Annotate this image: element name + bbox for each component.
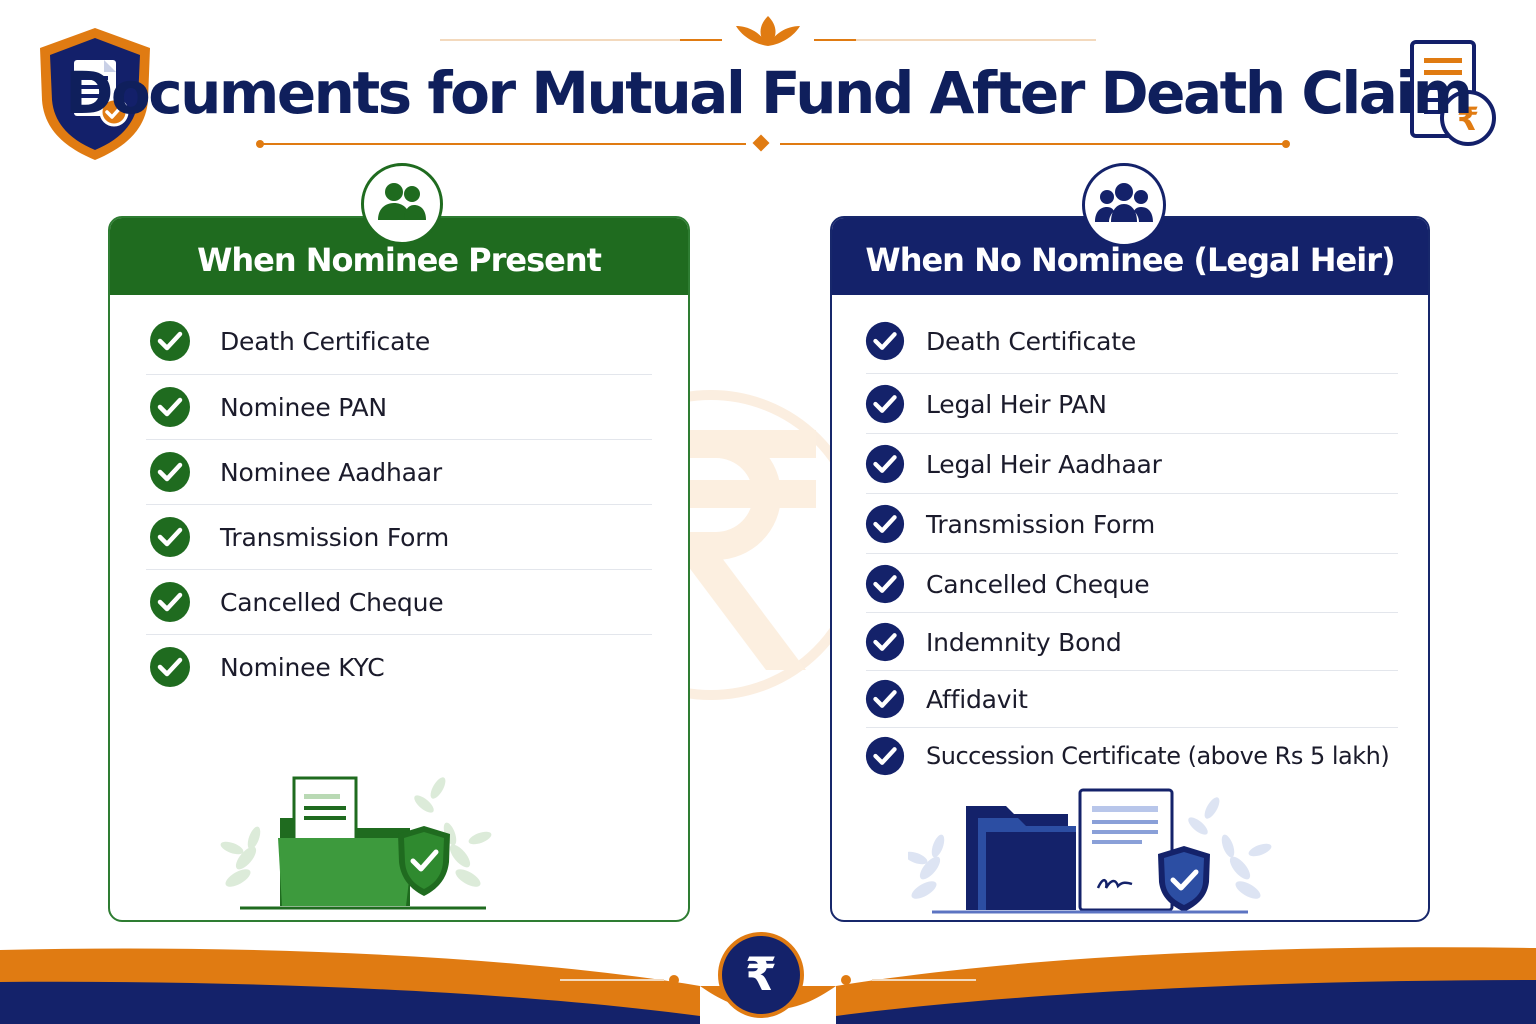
svg-text:₹: ₹ (1457, 100, 1479, 138)
list-item: Nominee KYC (148, 647, 385, 687)
divider (146, 439, 652, 440)
nominee-present-heading: When Nominee Present (110, 218, 688, 295)
list-item: Death Certificate (148, 321, 431, 361)
divider (146, 634, 652, 635)
list-item-label: Death Certificate (220, 326, 431, 356)
shield-document-icon (40, 28, 150, 160)
divider (866, 670, 1398, 671)
check-circle-icon (150, 647, 190, 687)
check-circle-icon (865, 564, 905, 604)
list-item-label: Cancelled Cheque (220, 587, 444, 617)
divider (866, 553, 1398, 554)
group-icon-badge (1082, 163, 1166, 247)
list-item-label: Nominee KYC (220, 652, 385, 682)
page-title: Documents for Mutual Fund After Death Cl… (65, 59, 1473, 127)
divider (866, 493, 1398, 494)
check-circle-icon (150, 321, 190, 361)
divider (866, 373, 1398, 374)
list-item-label: Death Certificate (926, 326, 1137, 356)
check-circle-icon (865, 736, 905, 776)
divider (146, 569, 652, 570)
nominee-present-panel: When Nominee Present Death Certificate N… (108, 216, 690, 922)
folder-shield-illustration-icon (220, 776, 492, 910)
list-item: Transmission Form (864, 504, 1156, 544)
rupee-icon: ₹ (718, 932, 804, 1018)
list-item: Nominee PAN (148, 387, 387, 427)
legal-heir-panel: When No Nominee (Legal Heir) Death Certi… (830, 216, 1430, 922)
divider (146, 504, 652, 505)
check-circle-icon (150, 582, 190, 622)
list-item-label: Legal Heir Aadhaar (926, 449, 1162, 479)
divider (146, 374, 652, 375)
check-circle-icon (865, 444, 905, 484)
check-circle-icon (150, 452, 190, 492)
check-circle-icon (865, 384, 905, 424)
check-circle-icon (865, 622, 905, 662)
list-item: Cancelled Cheque (148, 582, 444, 622)
check-circle-icon (150, 517, 190, 557)
divider (866, 433, 1398, 434)
folders-certificate-illustration-icon (908, 788, 1272, 914)
list-item: Nominee Aadhaar (148, 452, 442, 492)
list-item-label: Indemnity Bond (926, 627, 1122, 657)
list-item: Succession Certificate (above Rs 5 lakh) (864, 736, 1390, 776)
document-rupee-icon: ₹ (1410, 40, 1496, 146)
list-item: Legal Heir Aadhaar (864, 444, 1162, 484)
list-item-label: Affidavit (926, 684, 1028, 714)
legal-heir-heading: When No Nominee (Legal Heir) (832, 218, 1428, 295)
group-icon (1095, 183, 1153, 222)
list-item: Affidavit (864, 679, 1028, 719)
divider (866, 612, 1398, 613)
title-underline-ornament (256, 134, 1290, 152)
footer-wave (0, 947, 1536, 1024)
title-leaf-ornament (440, 16, 1096, 46)
list-item-label: Nominee PAN (220, 392, 387, 422)
list-item: Indemnity Bond (864, 622, 1122, 662)
people-icon (378, 183, 426, 220)
list-item-label: Succession Certificate (above Rs 5 lakh) (926, 742, 1390, 770)
list-item: Cancelled Cheque (864, 564, 1150, 604)
check-circle-icon (150, 387, 190, 427)
list-item-label: Legal Heir PAN (926, 389, 1107, 419)
list-item-label: Cancelled Cheque (926, 569, 1150, 599)
list-item-label: Transmission Form (926, 509, 1156, 539)
people-icon-badge (361, 163, 443, 245)
list-item-label: Transmission Form (220, 522, 450, 552)
check-circle-icon (865, 504, 905, 544)
list-item: Death Certificate (864, 321, 1137, 361)
divider (866, 727, 1398, 728)
list-item: Legal Heir PAN (864, 384, 1107, 424)
list-item-label: Nominee Aadhaar (220, 457, 442, 487)
check-circle-icon (865, 321, 905, 361)
check-circle-icon (865, 679, 905, 719)
list-item: Transmission Form (148, 517, 450, 557)
